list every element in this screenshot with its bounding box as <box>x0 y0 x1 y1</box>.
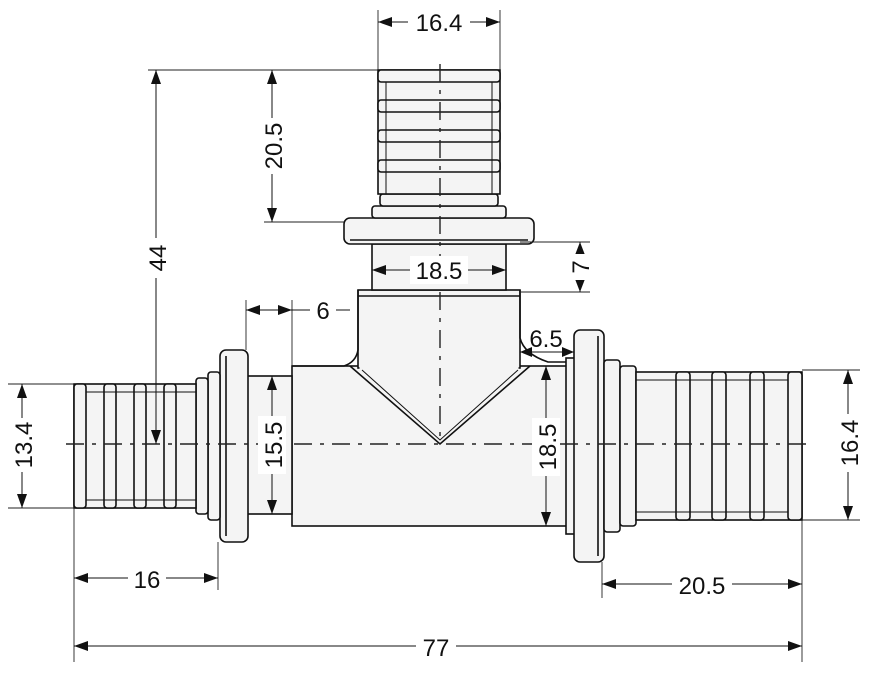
left-length-label: 16 <box>134 567 161 594</box>
center-lines <box>66 64 806 445</box>
right-end-dia-label: 16.4 <box>837 420 864 467</box>
dimension-labels: 16.4 20.5 44 18.5 7 6 6.5 13.4 15.5 18.5… <box>8 8 864 662</box>
top-height-label: 20.5 <box>261 123 288 170</box>
right-collar-label: 6.5 <box>529 326 562 353</box>
top-width-label: 16.4 <box>416 10 463 37</box>
left-branch <box>73 349 293 543</box>
tee-body <box>291 289 569 527</box>
extension-lines <box>8 10 860 662</box>
left-collar-label: 6 <box>316 298 329 325</box>
right-branch <box>565 329 803 563</box>
overall-height-label: 44 <box>145 245 172 272</box>
top-branch <box>343 69 535 291</box>
overall-length-label: 77 <box>423 635 450 662</box>
neck-width-label: 18.5 <box>416 258 463 285</box>
left-body-dia-label: 15.5 <box>261 422 288 469</box>
neck-height-label: 7 <box>568 260 595 273</box>
right-body-dia-label: 18.5 <box>535 424 562 471</box>
left-end-dia-label: 13.4 <box>11 422 38 469</box>
right-length-label: 20.5 <box>679 573 726 600</box>
